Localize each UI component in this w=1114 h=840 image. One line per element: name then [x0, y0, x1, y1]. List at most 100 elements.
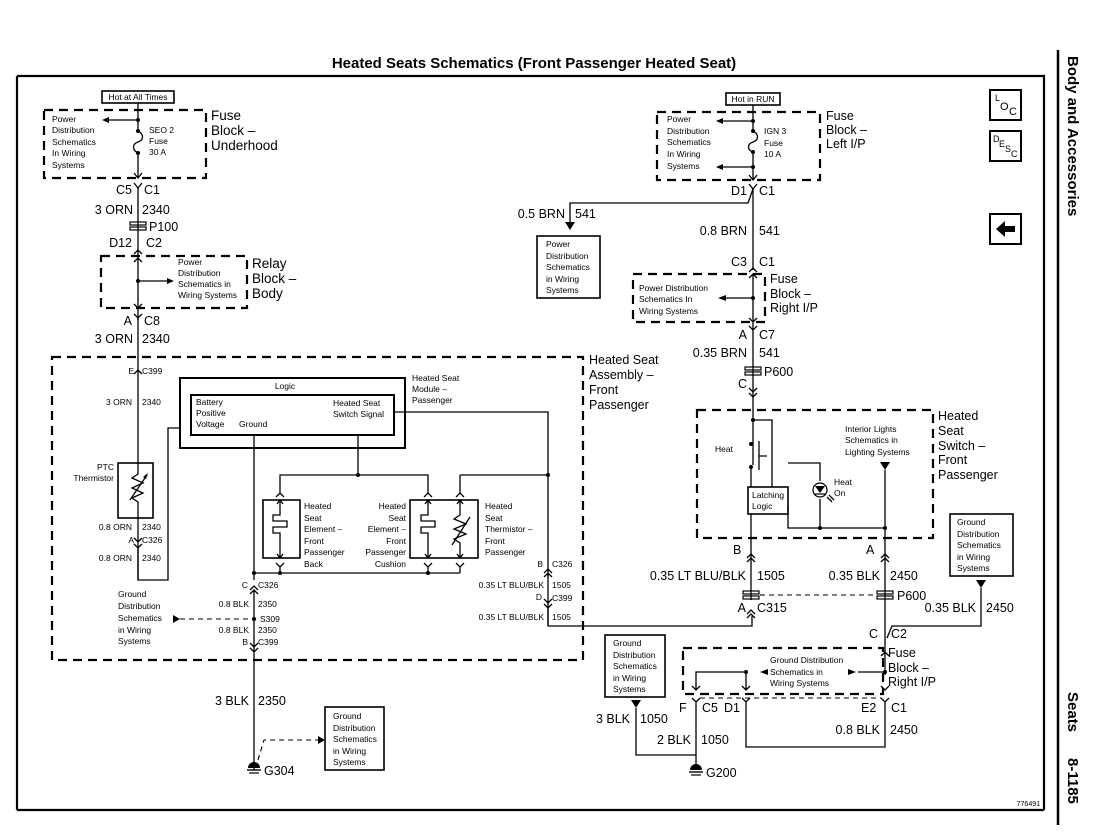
svg-text:Schematics: Schematics — [118, 613, 162, 623]
wire-gauge: 0.8 BLK — [219, 599, 250, 609]
wire-gauge: 2 BLK — [657, 733, 692, 747]
loc-button[interactable]: L O C — [989, 89, 1022, 121]
svg-text:Seat: Seat — [938, 424, 964, 438]
connector-id: C399 — [142, 366, 163, 376]
svg-text:Switch Signal: Switch Signal — [333, 409, 384, 419]
svg-text:Systems: Systems — [118, 636, 151, 646]
svg-text:Front: Front — [304, 536, 324, 546]
svg-text:Block –: Block – — [888, 661, 929, 675]
connector-d1: D1 — [724, 701, 740, 715]
svg-text:Fuse: Fuse — [826, 109, 854, 123]
svg-text:Schematics: Schematics — [667, 137, 711, 147]
svg-text:In Wiring: In Wiring — [52, 148, 86, 158]
svg-text:Ground: Ground — [613, 638, 642, 648]
wire-541-branch — [569, 188, 754, 222]
fuse-seo2-label: SEO 2 Fuse 30 A — [149, 125, 174, 157]
ground-g304-label: G304 — [264, 764, 295, 778]
connector-pin: C — [242, 580, 248, 590]
connector-e2: E2 — [861, 701, 876, 715]
heated-seat-assembly-label: Heated Seat Assembly – Front Passenger — [589, 353, 659, 412]
svg-text:Ground: Ground — [957, 517, 986, 527]
wire-gauge: 0.35 BLK — [829, 569, 881, 583]
svg-text:Distribution: Distribution — [957, 529, 1000, 539]
wire-circuit: 2340 — [142, 553, 161, 563]
arrow-icon — [631, 700, 641, 708]
svg-text:Latching: Latching — [752, 490, 784, 500]
svg-text:Passenger: Passenger — [938, 468, 998, 482]
svg-text:C: C — [1011, 149, 1018, 159]
svg-text:Fuse: Fuse — [211, 108, 241, 123]
ground-ref-g304-label: Ground Distribution Schematics in Wiring… — [333, 711, 377, 767]
wire-gauge: 0.35 LT BLU/BLK — [650, 569, 747, 583]
svg-text:Heated: Heated — [485, 501, 513, 511]
svg-text:SEO 2: SEO 2 — [149, 125, 174, 135]
connector-id: C7 — [759, 328, 775, 342]
ground-ref-box — [949, 513, 1014, 577]
svg-text:Systems: Systems — [52, 160, 85, 170]
svg-text:Distribution: Distribution — [333, 723, 376, 733]
ground-distribution-ref: Ground Distribution Schematics in Wiring… — [770, 655, 844, 688]
wire-circuit: 1050 — [701, 733, 729, 747]
svg-text:Wiring Systems: Wiring Systems — [639, 306, 698, 316]
svg-text:Positive: Positive — [196, 408, 226, 418]
connector-id: C1 — [144, 183, 160, 197]
connector-pin: A — [128, 535, 134, 545]
svg-text:Distribution: Distribution — [613, 650, 656, 660]
svg-text:Heated: Heated — [938, 409, 978, 423]
wire-circuit: 2340 — [142, 397, 161, 407]
wire-1505 — [547, 608, 753, 627]
resistor-icon — [130, 463, 145, 518]
connector-icon — [249, 642, 259, 653]
connector-pin: C5 — [116, 183, 132, 197]
svg-text:Fuse: Fuse — [888, 646, 916, 660]
connector-id: C2 — [891, 627, 907, 641]
ground-ref-box — [324, 706, 385, 771]
svg-text:Power: Power — [52, 114, 76, 124]
svg-text:Cushion: Cushion — [375, 559, 406, 569]
inline-connector-p600: P600 — [744, 365, 793, 379]
svg-text:P100: P100 — [149, 220, 178, 234]
svg-text:Distribution: Distribution — [667, 126, 710, 136]
svg-text:Module –: Module – — [412, 384, 447, 394]
svg-text:Element –: Element – — [304, 524, 343, 534]
svg-text:Seat: Seat — [304, 513, 322, 523]
svg-text:Ground: Ground — [118, 589, 147, 599]
inline-connector-p100: P100 — [129, 220, 178, 234]
page-title: Heated Seats Schematics (Front Passenger… — [332, 55, 736, 72]
svg-text:Right I/P: Right I/P — [888, 675, 936, 689]
heated-element-cushion-thermistor — [409, 499, 479, 559]
connector-icon — [748, 183, 758, 191]
ptc-thermistor — [117, 462, 154, 519]
svg-text:Ground: Ground — [333, 711, 362, 721]
connector-icon — [746, 553, 890, 563]
svg-text:in Wiring: in Wiring — [957, 552, 990, 562]
svg-text:Wiring Systems: Wiring Systems — [770, 678, 829, 688]
wire-gauge: 0.8 BLK — [836, 723, 881, 737]
ground-g200-label: G200 — [706, 766, 737, 780]
svg-text:Passenger: Passenger — [412, 395, 453, 405]
back-button[interactable] — [989, 213, 1022, 245]
ground-bus — [254, 567, 461, 574]
connector-id: C326 — [142, 535, 163, 545]
svg-text:Front: Front — [485, 536, 505, 546]
connector-id: C315 — [757, 601, 787, 615]
connector-pin: C — [738, 377, 747, 391]
wire-circuit: 541 — [759, 346, 780, 360]
heated-element-back — [262, 499, 301, 559]
ptc-thermistor-label: PTC Thermistor — [73, 462, 114, 483]
connector-id: C326 — [552, 559, 573, 569]
svg-text:Heated Seat: Heated Seat — [412, 373, 460, 383]
power-distribution-ref: Power Distribution Schematics In Wiring … — [639, 283, 708, 316]
arrow-icon — [565, 222, 575, 230]
module-logic-block — [190, 394, 395, 436]
heating-element-icon — [272, 500, 288, 558]
fuse-block-left-ip-label: Fuse Block – Left I/P — [826, 109, 867, 151]
svg-text:Thermistor –: Thermistor – — [485, 524, 533, 534]
wire-2450 — [886, 588, 982, 639]
svg-text:Voltage: Voltage — [196, 419, 225, 429]
arrow-icon — [318, 736, 325, 744]
connector-id: C1 — [759, 184, 775, 198]
desc-button[interactable]: D E S C — [989, 130, 1022, 162]
side-header: Body and Accessories — [1064, 56, 1081, 216]
connector-id: C1 — [759, 255, 775, 269]
